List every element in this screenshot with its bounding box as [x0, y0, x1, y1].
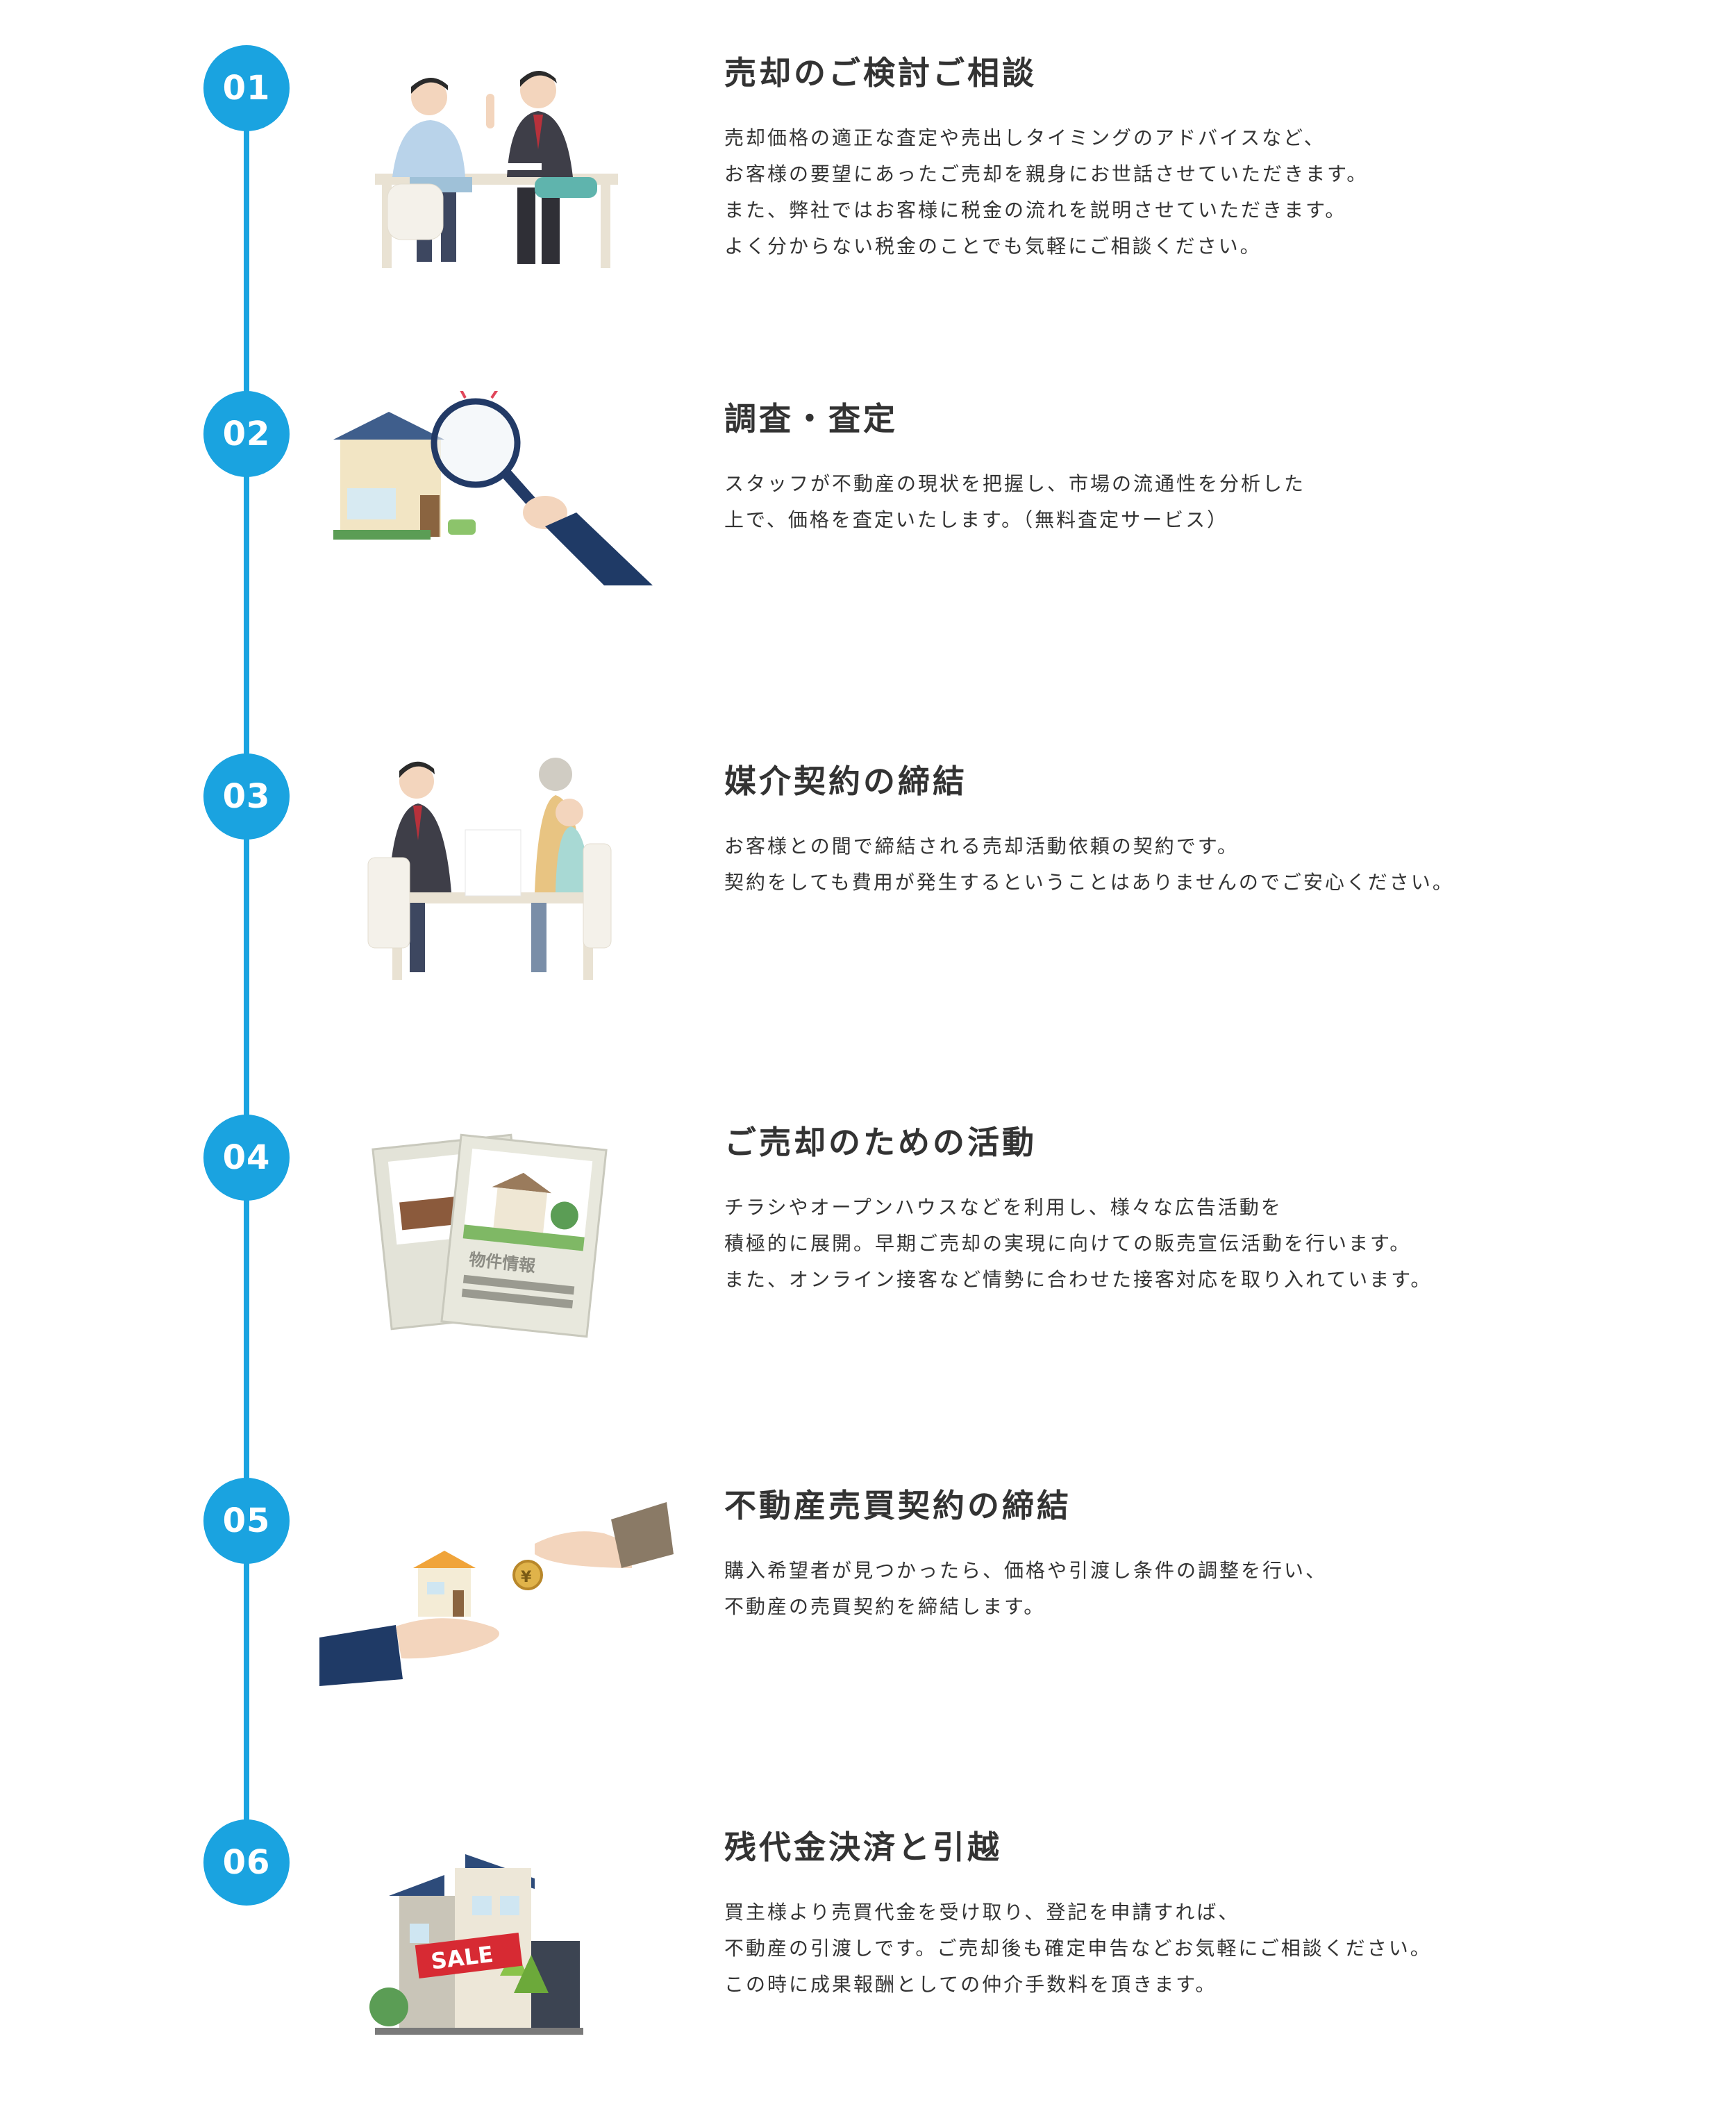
- description-line: チラシやオープンハウスなどを利用し、様々な広告活動を: [724, 1196, 1283, 1219]
- step-description: スタッフが不動産の現状を把握し、市場の流通性を分析した 上で、価格を査定いたしま…: [724, 466, 1627, 538]
- description-line: また、オンライン接客など情勢に合わせた接客対応を取り入れています。: [724, 1268, 1433, 1291]
- step-text: 残代金決済と引越 買主様より売買代金を受け取り、登記を申請すれば、 不動産の引渡…: [724, 1826, 1627, 2003]
- step-03: 03 媒介契約の締結 お客様との間で締結される売却活動依頼の契約です。 契約をし…: [0, 753, 1736, 1059]
- description-line: お客様の要望にあったご売却を親身にお世話させていただきます。: [724, 162, 1369, 185]
- step-number-badge: 03: [203, 753, 290, 840]
- step-number-badge: 04: [203, 1115, 290, 1201]
- step-description: 売却価格の適正な査定や売出しタイミングのアドバイスなど、 お客様の要望にあったご…: [724, 120, 1627, 265]
- step-06: 06 SALE 残代金決済と引越 買主様より売買代金を受け取り、登記を申請すれば…: [0, 1819, 1736, 2125]
- step-number-badge: 06: [203, 1819, 290, 1906]
- description-line: また、弊社ではお客様に税金の流れを説明させていただきます。: [724, 199, 1347, 222]
- step-description: お客様との間で締結される売却活動依頼の契約です。 契約をしても費用が発生するとい…: [724, 828, 1627, 901]
- property-flyer-illustration: 物件情報: [372, 1133, 608, 1338]
- step-text: 媒介契約の締結 お客様との間で締結される売却活動依頼の契約です。 契約をしても費…: [724, 760, 1627, 901]
- description-line: 買主様より売買代金を受け取り、登記を申請すれば、: [724, 1901, 1240, 1924]
- step-text: 調査・査定 スタッフが不動産の現状を把握し、市場の流通性を分析した 上で、価格を…: [724, 398, 1627, 538]
- step-text: 売却のご検討ご相談 売却価格の適正な査定や売出しタイミングのアドバイスなど、 お…: [724, 52, 1627, 265]
- description-line: スタッフが不動産の現状を把握し、市場の流通性を分析した: [724, 472, 1306, 495]
- step-number-badge: 05: [203, 1478, 290, 1564]
- step-title: 調査・査定: [724, 400, 898, 438]
- description-line: 不動産の引渡しです。ご売却後も確定申告などお気軽にご相談ください。: [724, 1937, 1432, 1960]
- step-02: 02 調査・査定 スタッフが不動産の現状を把握し、市場の流通性を分析した 上で、…: [0, 391, 1736, 697]
- description-line: 購入希望者が見つかったら、価格や引渡し条件の調整を行い、: [724, 1559, 1328, 1582]
- description-line: よく分からない税金のことでも気軽にご相談ください。: [724, 235, 1262, 258]
- step-title: 媒介契約の締結: [724, 762, 967, 800]
- yen-symbol: ¥: [521, 1569, 532, 1586]
- step-description: 購入希望者が見つかったら、価格や引渡し条件の調整を行い、 不動産の売買契約を締結…: [724, 1553, 1627, 1625]
- step-text: ご売却のための活動 チラシやオープンハウスなどを利用し、様々な広告活動を 積極的…: [724, 1122, 1627, 1298]
- step-title: 不動産売買契約の締結: [724, 1487, 1071, 1524]
- step-description: 買主様より売買代金を受け取り、登記を申請すれば、 不動産の引渡しです。ご売却後も…: [724, 1894, 1627, 2003]
- timeline-line: [244, 83, 249, 1875]
- step-number-badge: 01: [203, 45, 290, 131]
- description-line: この時に成果報酬としての仲介手数料を頂きます。: [724, 1973, 1217, 1996]
- description-line: 積極的に展開。早期ご売却の実現に向けての販売宣伝活動を行います。: [724, 1232, 1412, 1255]
- description-line: 上で、価格を査定いたします。（無料査定サービス）: [724, 508, 1229, 531]
- description-line: 売却価格の適正な査定や売出しタイミングのアドバイスなど、: [724, 126, 1326, 149]
- inspection-illustration: [333, 391, 653, 585]
- sale-agreement-illustration: ¥: [319, 1502, 674, 1686]
- step-number-badge: 02: [203, 391, 290, 477]
- description-line: 契約をしても費用が発生するということはありませんのでご安心ください。: [724, 871, 1454, 894]
- description-line: お客様との間で締結される売却活動依頼の契約です。: [724, 835, 1239, 858]
- step-title: ご売却のための活動: [724, 1124, 1037, 1161]
- description-line: 不動産の売買契約を締結します。: [724, 1595, 1046, 1618]
- contract-meeting-illustration: [367, 758, 612, 980]
- consultation-illustration: [375, 70, 618, 268]
- step-description: チラシやオープンハウスなどを利用し、様々な広告活動を 積極的に展開。早期ご売却の…: [724, 1190, 1627, 1298]
- house-sale-illustration: SALE: [369, 1854, 583, 2035]
- step-04: 04 物件情報 ご売却のための活動 チラシやオープンハウスなどを利用し、様々な広…: [0, 1115, 1736, 1420]
- step-title: 残代金決済と引越: [724, 1828, 1002, 1866]
- step-text: 不動産売買契約の締結 購入希望者が見つかったら、価格や引渡し条件の調整を行い、 …: [724, 1485, 1627, 1625]
- step-05: 05 ¥ 不動産売買契約の締結 購入希望者が見つかったら、価格や引渡し条件の調整…: [0, 1478, 1736, 1783]
- step-title: 売却のご検討ご相談: [724, 54, 1037, 92]
- step-01: 01 売却のご検討ご相談 売却価格の適正な査定や売出しタイミングのアドバイスなど…: [0, 45, 1736, 351]
